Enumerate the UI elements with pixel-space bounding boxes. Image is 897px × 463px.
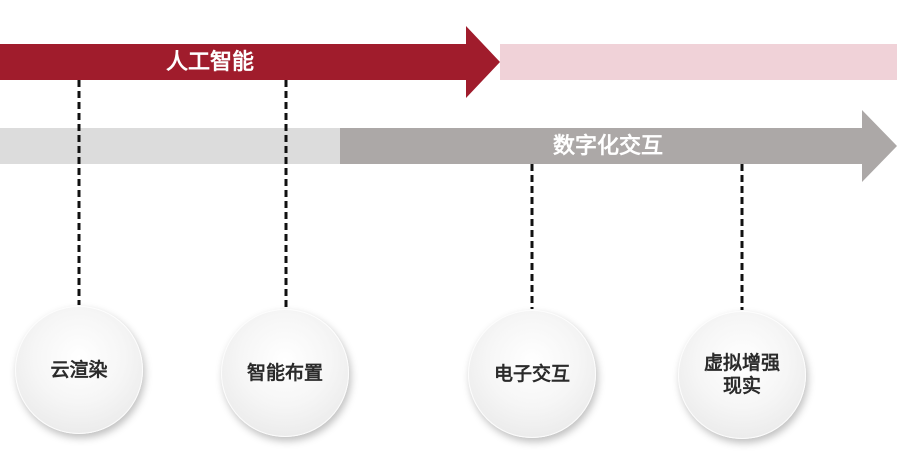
node-label: 智能布置 [246, 361, 323, 384]
ai-band-continuation [500, 44, 897, 80]
node-virtual-augmented-reality: 虚拟增强现实 [678, 311, 806, 439]
node-label: 虚拟增强现实 [704, 352, 781, 397]
node-label: 云渲染 [50, 358, 108, 381]
node-smart-layout: 智能布置 [221, 309, 349, 437]
node-electronic-interaction: 电子交互 [468, 310, 596, 438]
node-label: 电子交互 [493, 362, 570, 385]
digital-band-label: 数字化交互 [552, 134, 663, 159]
digital-band-arrow [340, 110, 897, 182]
ai-band-label: 人工智能 [165, 50, 254, 75]
node-cloud-rendering: 云渲染 [15, 306, 143, 434]
digital-band-lead-in [0, 128, 340, 164]
ai-band-arrow [0, 26, 500, 98]
